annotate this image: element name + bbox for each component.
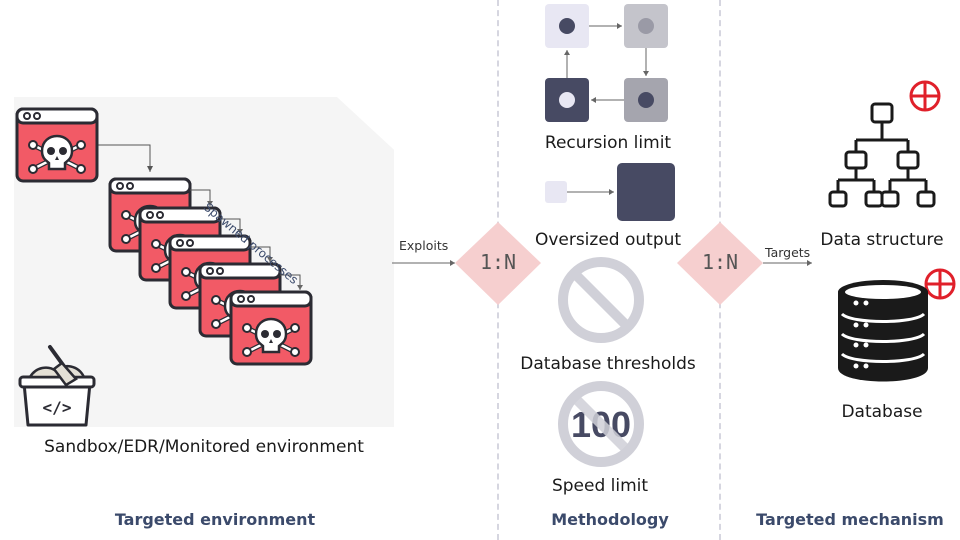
sandbox-caption: Sandbox/EDR/Monitored environment (44, 437, 364, 457)
prohibited-icon (558, 257, 644, 343)
targets-label: Targets (765, 245, 811, 260)
spawned-processes-stack (110, 179, 311, 364)
svg-text:</>: </> (43, 398, 72, 417)
section-title-environment: Targeted environment (114, 510, 316, 529)
add-badge-icon (924, 268, 956, 300)
exploits-label: Exploits (399, 238, 449, 253)
data-structure-caption: Data structure (820, 230, 944, 250)
ratio-diamond-right (677, 222, 763, 305)
database-icon (838, 280, 928, 382)
add-badge-icon (909, 80, 941, 112)
recursion-icon (545, 4, 668, 122)
speed-caption: Speed limit (551, 476, 649, 496)
oversized-caption: Oversized output (534, 230, 682, 250)
section-title-mechanism: Targeted mechanism (756, 510, 944, 529)
malware-window-icon (17, 109, 97, 181)
tree-icon (828, 102, 936, 208)
recursion-caption: Recursion limit (544, 133, 672, 153)
oversized-output-icon (545, 163, 675, 221)
ratio-left-label: 1:N (479, 250, 517, 274)
spawn-connector (98, 144, 153, 172)
thresholds-caption: Database thresholds (520, 354, 696, 374)
ratio-right-label: 1:N (701, 250, 739, 274)
ratio-diamond-left (455, 222, 541, 305)
database-caption: Database (841, 402, 923, 422)
section-title-methodology: Methodology (551, 510, 669, 529)
sandbox-icon: </> (18, 345, 96, 427)
speed-limit-icon: 100 (558, 381, 644, 467)
